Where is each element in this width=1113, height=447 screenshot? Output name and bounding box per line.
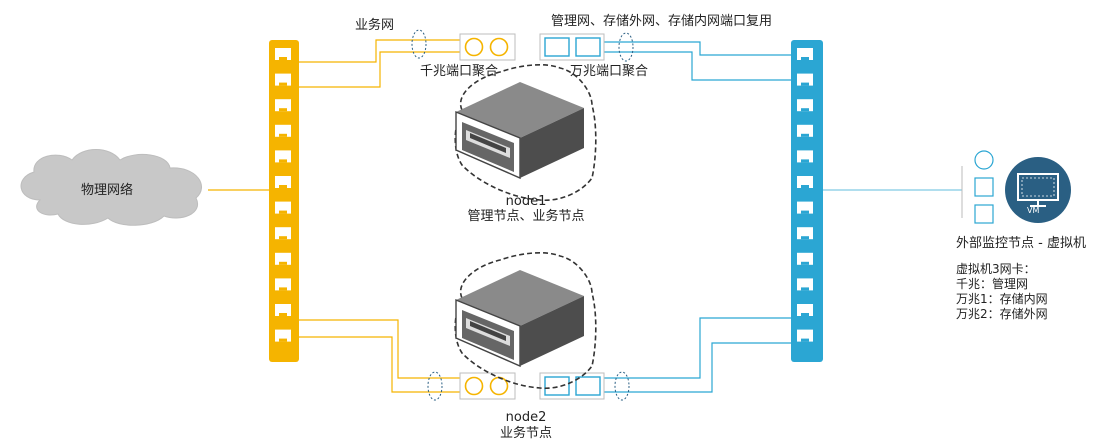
- tengigabit-switch-port-notch-11: [801, 313, 809, 316]
- gigabit-switch-port-notch-4: [279, 133, 287, 137]
- gigabit-switch-port-notch-3: [279, 108, 287, 112]
- gigabit-switch-port-notch-5: [279, 159, 287, 163]
- tengigabit-switch-port-notch-12: [801, 338, 809, 342]
- node2-gigabit-ports: [459, 372, 516, 400]
- tengigabit-switch-port-notch-5: [801, 159, 809, 163]
- aggregation-markers: [411, 29, 634, 401]
- gigabit-switch-port-notch-7: [279, 210, 287, 214]
- vm-nic-10g-port-1: [974, 177, 994, 197]
- node1-gigabit-links: [299, 39, 460, 88]
- vm-nic-gigabit-port: [974, 150, 994, 170]
- gigabit-switch-port-notch-6: [279, 185, 287, 188]
- tengigabit-switch-port-notch-9: [801, 261, 809, 265]
- tengigabit-switch: [791, 40, 823, 362]
- gigabit-switch-port-notch-8: [279, 236, 287, 240]
- node1-name: node1: [505, 194, 547, 209]
- node2-tengigabit-links: [604, 317, 791, 393]
- tengigabit-switch-port-notch-2: [801, 82, 809, 86]
- node1-gigabit-ports: [459, 33, 516, 61]
- gigabit-switch-port-notch-10: [279, 287, 287, 291]
- tengigabit-switch-port-notch-4: [801, 133, 809, 137]
- node1-tengigabit-ports: [539, 33, 605, 61]
- node2-name: node2: [505, 410, 547, 425]
- node2-gigabit-links: [299, 319, 460, 393]
- gigabit-switch-port-notch-11: [279, 313, 287, 316]
- gigabit-switch-port-notch-12: [279, 338, 287, 342]
- vm-nic-title: 虚拟机3网卡：: [956, 262, 1036, 276]
- node2-role: 业务节点: [499, 426, 552, 441]
- business-network-label: 业务网: [355, 18, 395, 33]
- port-multiplex-label: 管理网、存储外网、存储内网端口复用: [551, 14, 773, 29]
- gigabit-switch-port-9: [275, 252, 291, 265]
- gigabit-aggregation-label: 千兆端口聚合: [420, 64, 499, 79]
- gigabit-switch-port-notch-1: [279, 57, 287, 60]
- tengigabit-switch-port-notch-10: [801, 287, 809, 291]
- tengigabit-switch-port-notch-3: [801, 108, 809, 112]
- tengigabit-switch-port-9: [797, 252, 813, 265]
- node2-server-icon: [454, 251, 597, 390]
- node1-server-icon: [454, 63, 597, 202]
- node1-tengigabit-links: [604, 41, 791, 81]
- gigabit-switch: [269, 40, 299, 362]
- tengigabit-aggregation-label: 万兆端口聚合: [570, 64, 649, 79]
- external-monitor-label: 外部监控节点 - 虚拟机: [956, 236, 1086, 251]
- physical-network-label: 物理网络: [81, 183, 134, 198]
- vm-nic-10g-2: 万兆2：存储外网: [956, 307, 1048, 321]
- vm-badge: VM: [1027, 206, 1040, 215]
- tengigabit-switch-port-notch-6: [801, 185, 809, 188]
- gigabit-switch-port-notch-2: [279, 82, 287, 86]
- vm-nic-gigabit: 千兆：管理网: [956, 277, 1029, 291]
- gigabit-switch-port-notch-9: [279, 261, 287, 265]
- vm-nic-10g-1: 万兆1：存储内网: [956, 292, 1048, 306]
- tengigabit-switch-port-notch-8: [801, 236, 809, 240]
- vm-nic-10g-port-2: [974, 204, 994, 224]
- node2-tengigabit-ports: [539, 372, 605, 400]
- external-monitor-vm: [961, 150, 1071, 224]
- tengigabit-switch-port-notch-1: [801, 57, 809, 60]
- tengigabit-switch-port-notch-7: [801, 210, 809, 214]
- node1-role: 管理节点、业务节点: [467, 209, 585, 224]
- physical-network-cloud: [20, 149, 202, 226]
